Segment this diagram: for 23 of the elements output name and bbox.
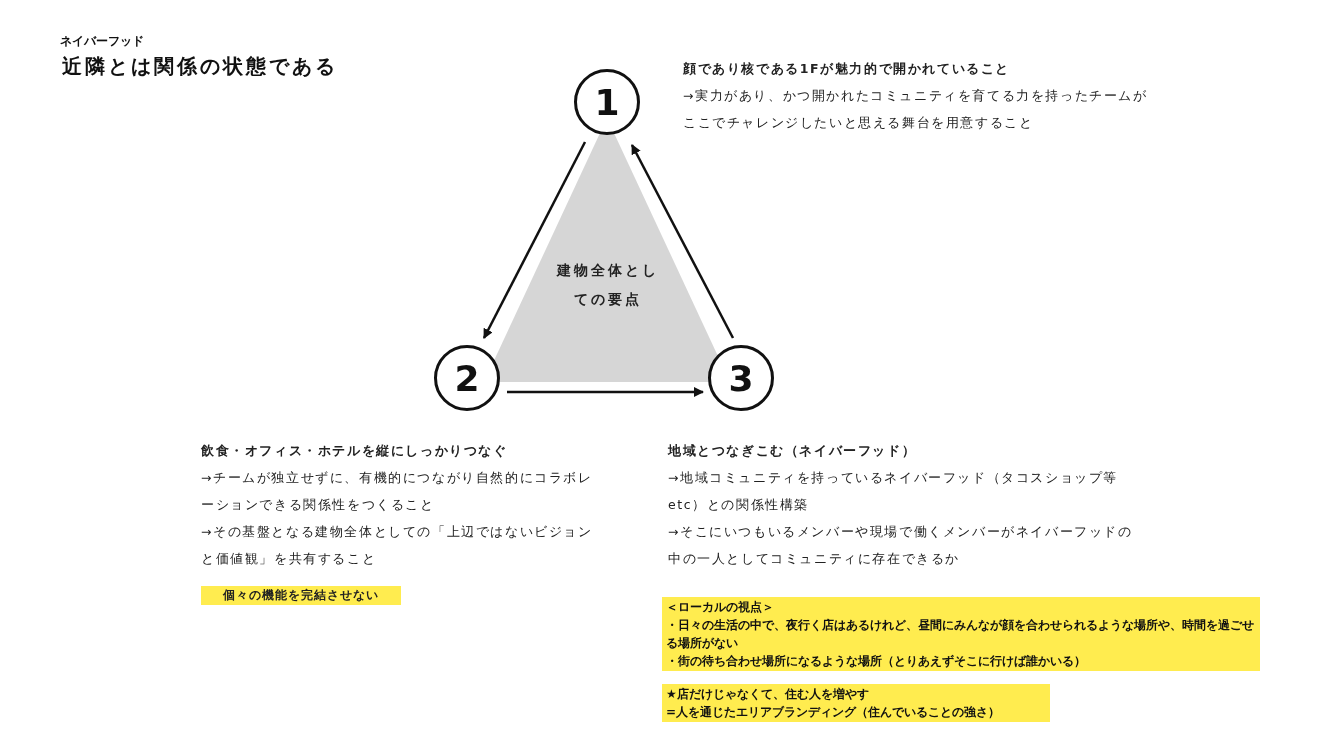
note-text: =人を通じたエリアブランディング（住んでいることの強さ）: [666, 704, 1002, 721]
description: →そこにいつもいるメンバーや現場で働くメンバーがネイバーフッドの中の一人としてコミュニティに存在できるか: [668, 523, 1134, 568]
arrow: [482, 141, 587, 339]
heading: 顔であり核である1Fが魅力的で開かれていること: [683, 60, 1012, 78]
note-text: ★店だけじゃなくて、住む人を増やす: [666, 686, 870, 703]
highlighted-note: 個々の機能を完結させない: [201, 586, 401, 605]
numbered-circle: 3: [708, 345, 774, 411]
numbered-circle: 1: [574, 69, 640, 135]
arrow: [507, 387, 704, 397]
triangle-label: 建物全体としての要点: [555, 261, 660, 309]
note-text: ＜ローカルの視点＞: [666, 599, 775, 616]
heading: 飲食・オフィス・ホテルを縦にしっかりつなぐ: [201, 442, 509, 460]
description: →実力があり、かつ開かれたコミュニティを育てる力を持ったチームがここでチャレンジしたいと思える舞台を用意すること: [683, 87, 1149, 132]
note-text: ・街の待ち合わせ場所になるような場所（とりあえずそこに行けば誰かいる）: [666, 653, 1087, 670]
note-text: ・日々の生活の中で、夜行く店はあるけれど、昼間にみんなが顔を合わせられるような場所や、時間を過ごせる場所がない: [666, 617, 1255, 652]
numbered-circle: 2: [434, 345, 500, 411]
description: →チームが独立せずに、有機的につながり自然的にコラボレーションできる関係性をつくること: [201, 469, 594, 514]
title: 近隣とは関係の状態である: [62, 53, 338, 80]
label: ネイバーフッド: [60, 33, 144, 50]
description: →その基盤となる建物全体としての「上辺ではないビジョンと価値観」を共有すること: [201, 523, 594, 568]
arrow: [630, 144, 735, 339]
description: →地域コミュニティを持っているネイバーフッド（タコスショップ等etc）との関係性構築: [668, 469, 1120, 514]
heading: 地域とつなぎこむ（ネイバーフッド）: [668, 442, 918, 460]
